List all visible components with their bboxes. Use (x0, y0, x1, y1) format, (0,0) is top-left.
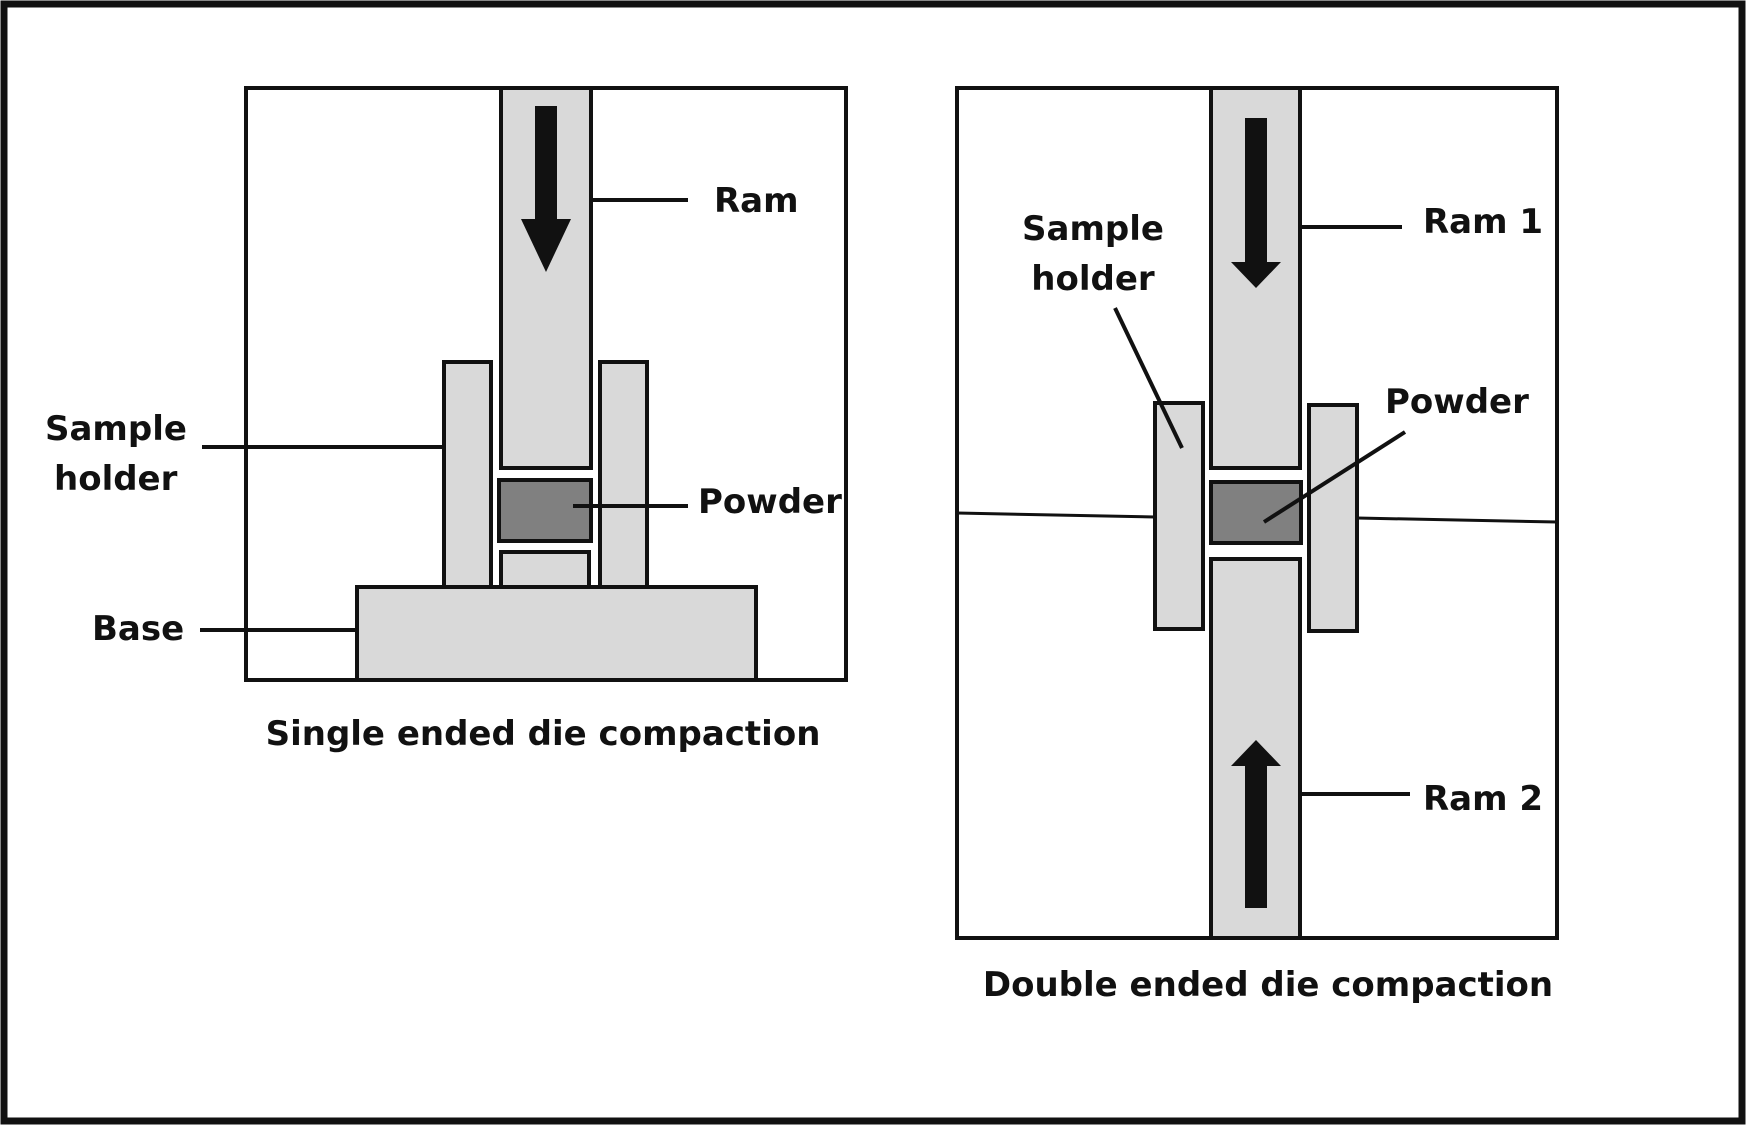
arrow-down-icon (521, 106, 571, 272)
double-sample-holder-leader (1113, 307, 1184, 449)
single-ended-panel: Ram Sample holder Powder Base Single end… (45, 86, 848, 754)
double-powder-label: Powder (1385, 382, 1529, 422)
arrow-up-icon (1231, 740, 1281, 908)
double-horizontal-line-right (1356, 516, 1558, 524)
single-sample-holder-label-line1: Sample (45, 409, 187, 449)
double-sample-holder-label-line1: Sample (1022, 209, 1164, 249)
double-ended-panel: Sample holder Ram 1 Powder Ram 2 Double … (955, 86, 1559, 1005)
single-ram-label: Ram (714, 181, 799, 221)
double-caption: Double ended die compaction (983, 965, 1553, 1005)
single-base-label: Base (92, 609, 184, 649)
double-powder (1209, 480, 1303, 545)
double-sample-holder-left (1153, 401, 1205, 631)
single-caption: Single ended die compaction (266, 714, 821, 754)
single-powder (497, 478, 593, 543)
double-sample-holder-right (1307, 403, 1359, 633)
single-sample-holder-left (442, 360, 493, 589)
single-bottom-punch (499, 550, 591, 589)
double-sample-holder-label-line2: holder (1031, 259, 1155, 299)
arrow-down-icon (1231, 118, 1281, 288)
double-powder-leader (1262, 430, 1407, 524)
single-sample-holder-right (598, 360, 649, 589)
single-base (355, 585, 758, 682)
single-powder-label: Powder (698, 482, 842, 522)
double-horizontal-line (956, 511, 1156, 519)
double-ram-2-label: Ram 2 (1423, 779, 1543, 819)
single-sample-holder-label-line2: holder (54, 459, 178, 499)
double-ram-1-label: Ram 1 (1423, 202, 1543, 242)
